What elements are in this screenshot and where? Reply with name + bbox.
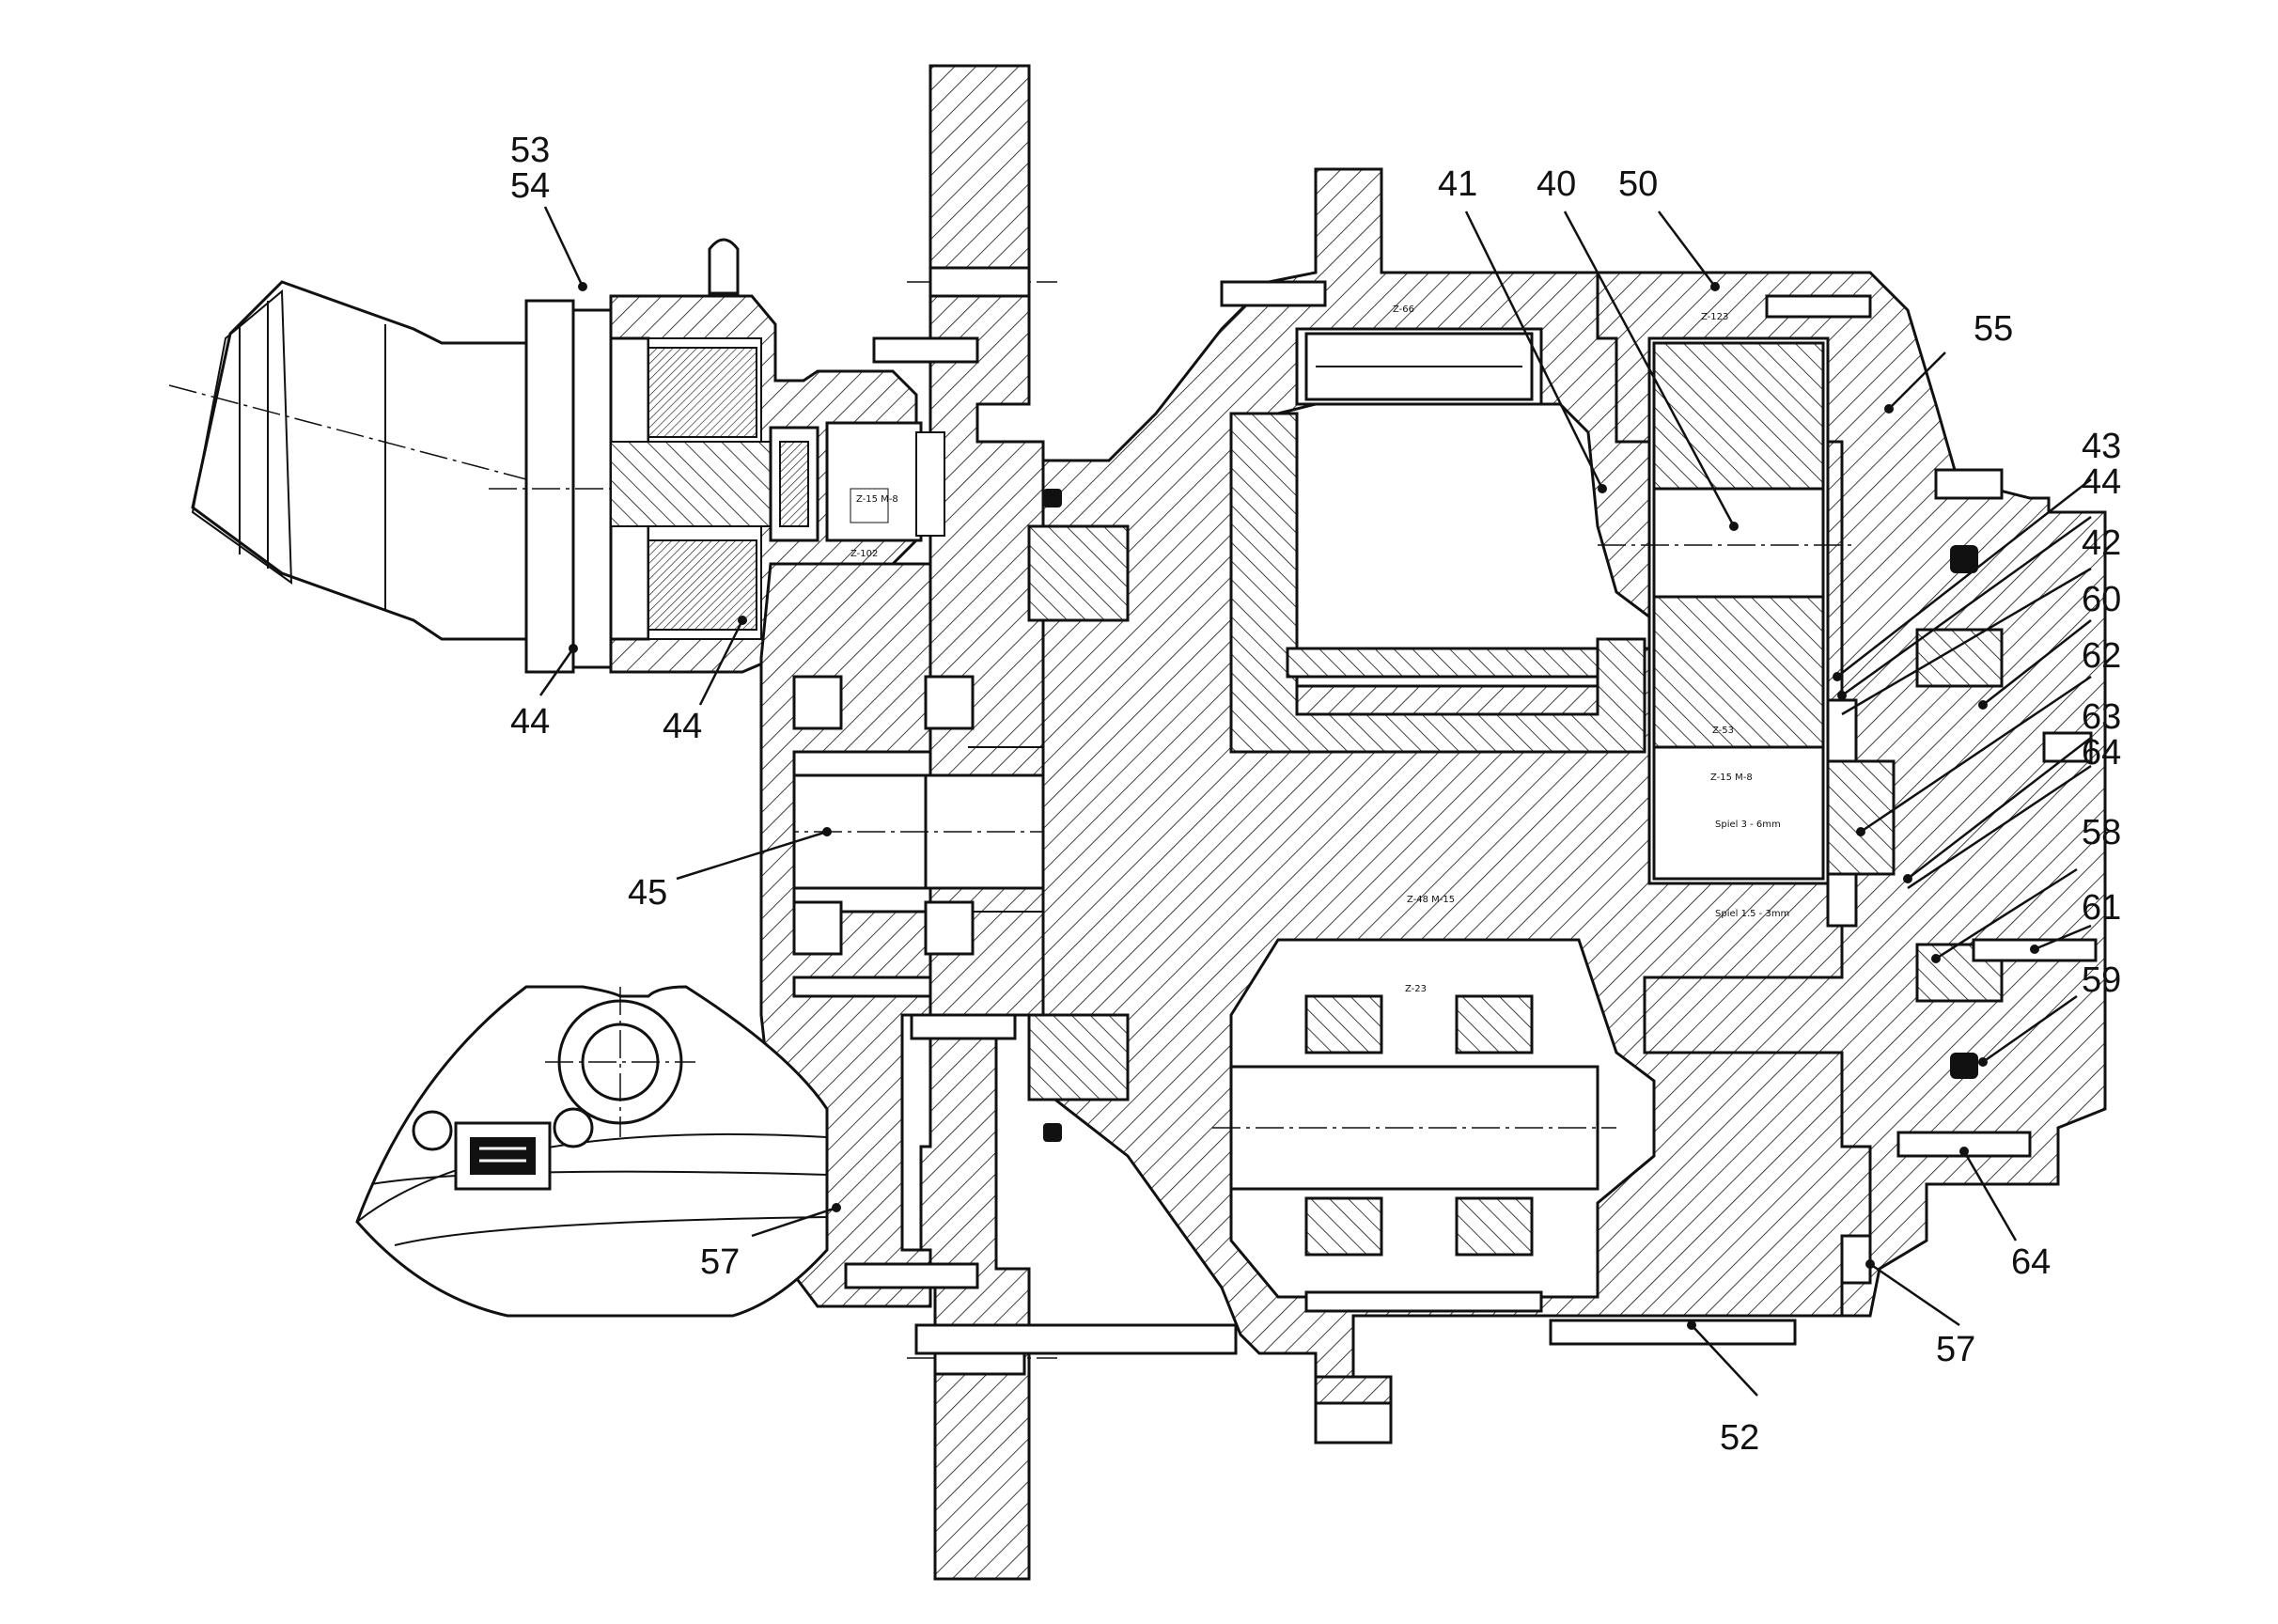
callout-43: 43 [2082,427,2121,466]
callout-63: 63 [2082,697,2121,737]
callout-52: 52 [1720,1418,1759,1458]
callout-61: 61 [2082,888,2121,928]
callout-64-upper: 64 [2082,733,2121,773]
clearance-note-2: Spiel 1.5 - 3mm [1715,909,1789,919]
callout-42: 42 [2082,523,2121,563]
callout-57-left: 57 [700,1242,740,1282]
gear-mark-z53: Z-53 [1712,726,1734,736]
callouts: 53 54 44 44 41 40 50 55 43 44 42 60 62 6… [510,131,2121,1458]
brake-housing: Z-15 M-8 Z-102 [609,238,945,674]
callout-55: 55 [1974,309,2013,349]
leaders [538,206,2092,1397]
bolts [844,280,2098,1355]
callout-57-right: 57 [1936,1330,1975,1369]
gear-mark-z15-m8-mid: Z-15 M-8 [1710,773,1753,783]
gear-mark-z48-m15: Z-48 M-15 [1407,895,1455,905]
gear-mark-z23: Z-23 [1405,984,1427,994]
callout-45: 45 [628,873,667,913]
callout-40: 40 [1537,164,1576,204]
gear-mark-z123: Z-123 [1701,312,1728,322]
hydraulic-motor [168,280,940,674]
callout-53: 53 [510,131,550,170]
clearance-note-1: Spiel 3 - 6mm [1715,820,1781,830]
flange-bearings [1027,489,1130,1142]
callout-58: 58 [2082,813,2121,852]
callout-44-brake: 44 [663,707,702,746]
callout-59: 59 [2082,960,2121,1000]
callout-64-lower: 64 [2011,1242,2051,1282]
callout-60: 60 [2082,580,2121,619]
callout-54: 54 [510,166,550,206]
callout-62: 62 [2082,636,2121,676]
detail-view [355,985,829,1318]
callout-50: 50 [1618,164,1658,204]
callout-41: 41 [1438,164,1477,204]
callout-44-right: 44 [2082,462,2121,502]
gear-mark-z15-m8-top: Z-15 M-8 [856,494,898,505]
gear-mark-z66: Z-66 [1393,304,1414,315]
callout-44-left: 44 [510,702,550,742]
planetary-cover: Z-123 Z-53 Z-15 M-8 Spiel 3 - 6mm Spiel … [1596,271,2107,1318]
gear-mark-z102: Z-102 [850,549,878,559]
